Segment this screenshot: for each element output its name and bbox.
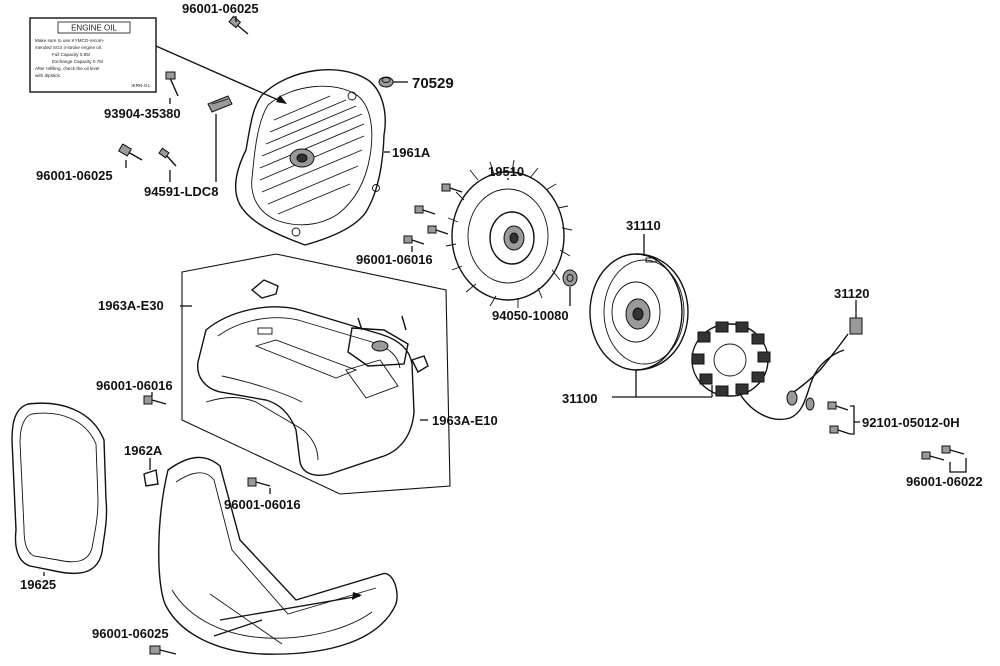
label-1962A: 1962A xyxy=(124,443,163,458)
bolt-93904-35380 xyxy=(165,71,179,97)
cover-plate xyxy=(347,315,409,367)
bolts-96001-06016-fan xyxy=(403,183,463,245)
label-93904-35380: 93904-35380 xyxy=(104,106,181,121)
grommet-70529 xyxy=(378,76,394,88)
label-94050-10080: 94050-10080 xyxy=(492,308,569,323)
bolts-96001-06022 xyxy=(921,445,965,461)
bolt-96001-06016-c xyxy=(247,477,271,487)
bolt-96001-06025-bot xyxy=(149,645,177,655)
label-31100: 31100 xyxy=(562,391,597,406)
sticker-line: After refilling, check the oil level xyxy=(35,66,99,71)
label-1961A: 1961A xyxy=(392,145,431,160)
bolts-92101-05012-0H xyxy=(827,401,851,435)
flywheel-31110 xyxy=(589,253,689,371)
bolt-96001-06025-mid xyxy=(117,143,143,161)
label-19510: 19510 xyxy=(488,164,524,179)
lower-cover-1962A xyxy=(143,456,398,655)
sticker-line: Full Capacity 0.85l xyxy=(52,52,90,57)
shroud-group-box xyxy=(181,253,451,495)
label-31110: 31110 xyxy=(626,218,661,233)
label-19625: 19625 xyxy=(20,577,56,592)
label-96001-06025-mid: 96001-06025 xyxy=(36,168,113,183)
sticker-line: with dipstick. xyxy=(35,73,61,78)
clip-right-shroud xyxy=(411,355,429,373)
sticker-arrowhead xyxy=(276,95,287,104)
gasket-19625 xyxy=(11,402,108,575)
label-96001-06016-a: 96001-06016 xyxy=(356,252,433,267)
label-1963A-E10: 1963A-E10 xyxy=(432,413,498,428)
label-1963A-E30: 1963A-E30 xyxy=(98,298,164,313)
bolt-96001-06016-b xyxy=(143,395,167,405)
label-92101-05012-0H: 92101-05012-0H xyxy=(862,415,960,430)
label-96001-06025-bot: 96001-06025 xyxy=(92,626,169,641)
nut-94050-10080 xyxy=(562,269,578,287)
clip-94591-LDC8 xyxy=(207,95,233,113)
engine-oil-sticker: ENGINE OIL Make sure to use KYMCO-recom-… xyxy=(29,17,157,93)
label-96001-06016-b: 96001-06016 xyxy=(96,378,173,393)
bolt-small-cover xyxy=(158,147,177,167)
sticker-line: mended SG4 4-stroke engine oil. xyxy=(35,45,102,50)
label-96001-06022: 96001-06022 xyxy=(906,474,983,489)
label-70529: 70529 xyxy=(412,75,454,92)
label-96001-06025-top: 96001-06025 xyxy=(182,1,259,16)
sticker-code: IKRN-G1 xyxy=(131,83,150,88)
label-94591-LDC8: 94591-LDC8 xyxy=(144,184,218,199)
part-labels: 96001-06025 70529 93904-35380 1961A 9600… xyxy=(20,1,983,641)
clip-1963A-E30 xyxy=(250,279,279,299)
fan-cover-1961A xyxy=(235,69,386,246)
cooling-fan-19510 xyxy=(445,159,573,308)
sticker-line: Make sure to use KYMCO-recom- xyxy=(35,38,105,43)
sticker-title: ENGINE OIL xyxy=(71,24,117,33)
sticker-line: Exchange Capacity 0.75l xyxy=(52,59,103,64)
label-31120: 31120 xyxy=(834,286,869,301)
stator-31120 xyxy=(691,317,863,420)
bolt-96001-06025-top xyxy=(228,15,249,35)
shroud-1963A-E10 xyxy=(197,306,415,476)
label-96001-06016-c: 96001-06016 xyxy=(224,497,301,512)
